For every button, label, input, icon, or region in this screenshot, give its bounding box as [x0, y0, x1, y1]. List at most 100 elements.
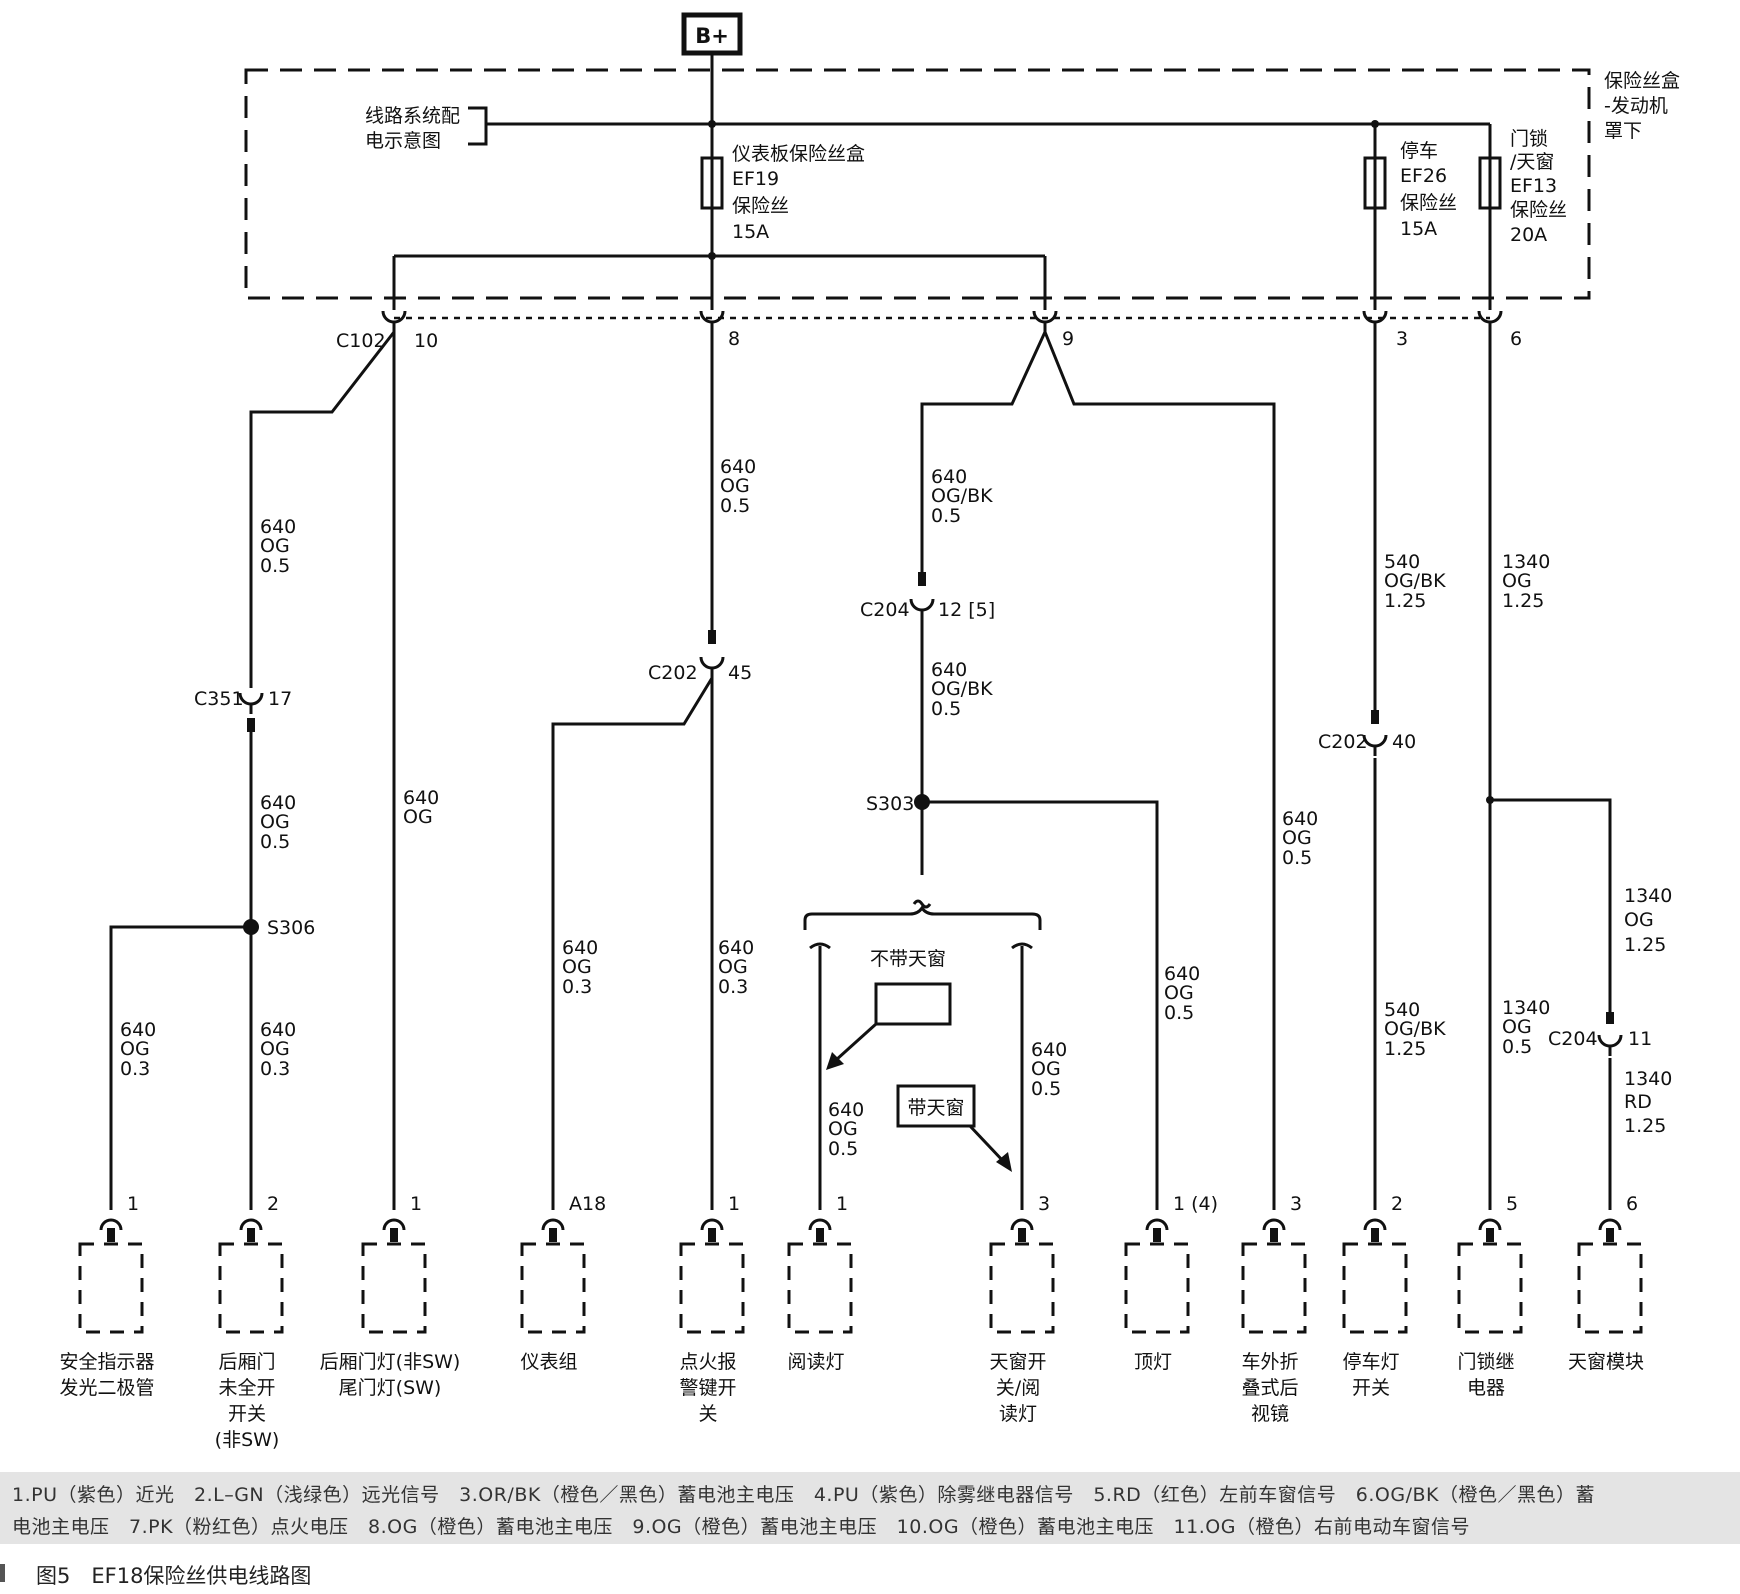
wire-label: 1340: [1624, 885, 1672, 907]
wire-label: 1340: [1502, 551, 1550, 573]
component-box: [1124, 1242, 1190, 1334]
wire-label: OG: [1502, 570, 1532, 592]
svg-text:-发动机: -发动机: [1604, 95, 1668, 117]
component-pin-label: 2: [267, 1193, 279, 1215]
component-pin-label: 2: [1391, 1193, 1403, 1215]
wire-label: 0.5: [931, 698, 961, 720]
component-name: (非SW): [215, 1429, 280, 1451]
svg-text:EF13: EF13: [1510, 175, 1557, 197]
component-box: [218, 1242, 284, 1334]
wire-label: OG: [562, 956, 592, 978]
fuse-ef26-label: 停车 EF26 保险丝 15A: [1400, 140, 1457, 240]
component-name: 安全指示器: [59, 1351, 154, 1373]
component-pin-label: 1: [728, 1193, 740, 1215]
wire-label: 540: [1384, 551, 1420, 573]
fusebox-name: 保险丝盒 -发动机 罩下: [1604, 70, 1680, 142]
wire-label: 0.5: [720, 495, 750, 517]
wire-label: 640: [260, 792, 296, 814]
component-box: [1342, 1242, 1408, 1334]
component-pin-icon: [1478, 1218, 1502, 1244]
component-pin-icon: [382, 1218, 406, 1244]
component-box: [1577, 1242, 1643, 1334]
wire-label: OG: [718, 956, 748, 978]
component-name: 未全开: [218, 1377, 275, 1399]
wire-label: 1.25: [1384, 590, 1426, 612]
component-name: 后厢门: [218, 1351, 275, 1373]
wire-color-legend: 1.PU（紫色）近光 2.L–GN（浅绿色）远光信号 3.OR/BK（橙色／黑色…: [0, 1472, 1740, 1544]
wire-label: 640: [562, 937, 598, 959]
svg-text:保险丝: 保险丝: [1400, 192, 1457, 214]
wire-label: 640: [828, 1099, 864, 1121]
wire-label: 0.3: [120, 1058, 150, 1080]
component-pin-icon: [808, 1218, 832, 1244]
splice-s306-label: S306: [267, 917, 315, 939]
wire-label: 640: [120, 1019, 156, 1041]
component-name: 天窗开: [989, 1351, 1046, 1373]
wire-label: 0.5: [1164, 1002, 1194, 1024]
connector-c204-pin-11: [1597, 1033, 1623, 1058]
connector-c102-pin-9: [1032, 309, 1058, 334]
wire-label: 640: [720, 456, 756, 478]
connector-c102-pin-6: [1477, 309, 1503, 334]
component-name: 视镜: [1251, 1403, 1289, 1425]
component-box: [1457, 1242, 1523, 1334]
arrow-icon: [996, 1152, 1012, 1172]
wire-label: 640: [931, 659, 967, 681]
component-name: 叠式后: [1241, 1377, 1298, 1399]
wire-label: OG: [260, 811, 290, 833]
component-box: [679, 1242, 745, 1334]
component-pin-icon: [541, 1218, 565, 1244]
component-3: 1 后厢门灯(非SW) 尾门灯(SW): [320, 1193, 461, 1399]
caption-text: 图5 EF18保险丝供电线路图: [36, 1564, 312, 1588]
wire-break-icon: [912, 899, 932, 909]
arrow-icon: [826, 1052, 844, 1070]
component-box: [787, 1242, 853, 1334]
component-pin-icon: [700, 1218, 724, 1244]
component-name: 警键开: [679, 1377, 736, 1399]
component-name: 发光二极管: [59, 1377, 154, 1399]
option-brace: [803, 905, 1042, 930]
legend-line: 1.PU（紫色）近光 2.L–GN（浅绿色）远光信号 3.OR/BK（橙色／黑色…: [12, 1484, 1595, 1506]
component-pin-label: 1: [410, 1193, 422, 1215]
component-pin-icon: [1145, 1218, 1169, 1244]
legend-line: 电池主电压 7.PK（粉红色）点火电压 8.OG（橙色）蓄电池主电压 9.OG（…: [12, 1516, 1470, 1538]
wire-label: 640: [1164, 963, 1200, 985]
battery-terminal: B+: [681, 12, 743, 56]
component-pin-icon: [1262, 1218, 1286, 1244]
svg-text:/天窗: /天窗: [1510, 151, 1554, 173]
component-pin-label: 3: [1038, 1193, 1050, 1215]
wire-label: 640: [718, 937, 754, 959]
component-name: 尾门灯(SW): [339, 1377, 442, 1399]
wire-label: 0.3: [718, 976, 748, 998]
svg-text:电示意图: 电示意图: [365, 130, 441, 152]
component-box: [78, 1242, 144, 1334]
component-8: 1 (4)顶灯: [1124, 1193, 1218, 1373]
wire-label: OG: [1502, 1016, 1532, 1038]
wire-label: 0.5: [1502, 1036, 1532, 1058]
component-name: 开关: [1352, 1377, 1390, 1399]
wire-label: 0.3: [562, 976, 592, 998]
wire-label: 540: [1384, 999, 1420, 1021]
connector-c102-pin-label: 8: [728, 328, 740, 350]
option-without-box: [874, 982, 952, 1026]
wire-label: 0.5: [260, 831, 290, 853]
component-box: [989, 1242, 1055, 1334]
wire-label: 0.5: [260, 555, 290, 577]
component-name: 后厢门灯(非SW): [320, 1351, 461, 1373]
option-without-sunroof: 不带天窗: [870, 948, 946, 970]
wire-label: 0.5: [1031, 1078, 1061, 1100]
component-name: 天窗模块: [1568, 1351, 1644, 1373]
connector-c202-id: C202: [648, 662, 698, 684]
component-pin-label: 3: [1290, 1193, 1302, 1215]
wire-label: 1340: [1624, 1068, 1672, 1090]
component-name: 仪表组: [520, 1351, 577, 1373]
wire-label: 0.5: [828, 1138, 858, 1160]
wire-label: OG: [828, 1118, 858, 1140]
svg-text:20A: 20A: [1510, 224, 1547, 246]
svg-text:保险丝: 保险丝: [732, 195, 789, 217]
